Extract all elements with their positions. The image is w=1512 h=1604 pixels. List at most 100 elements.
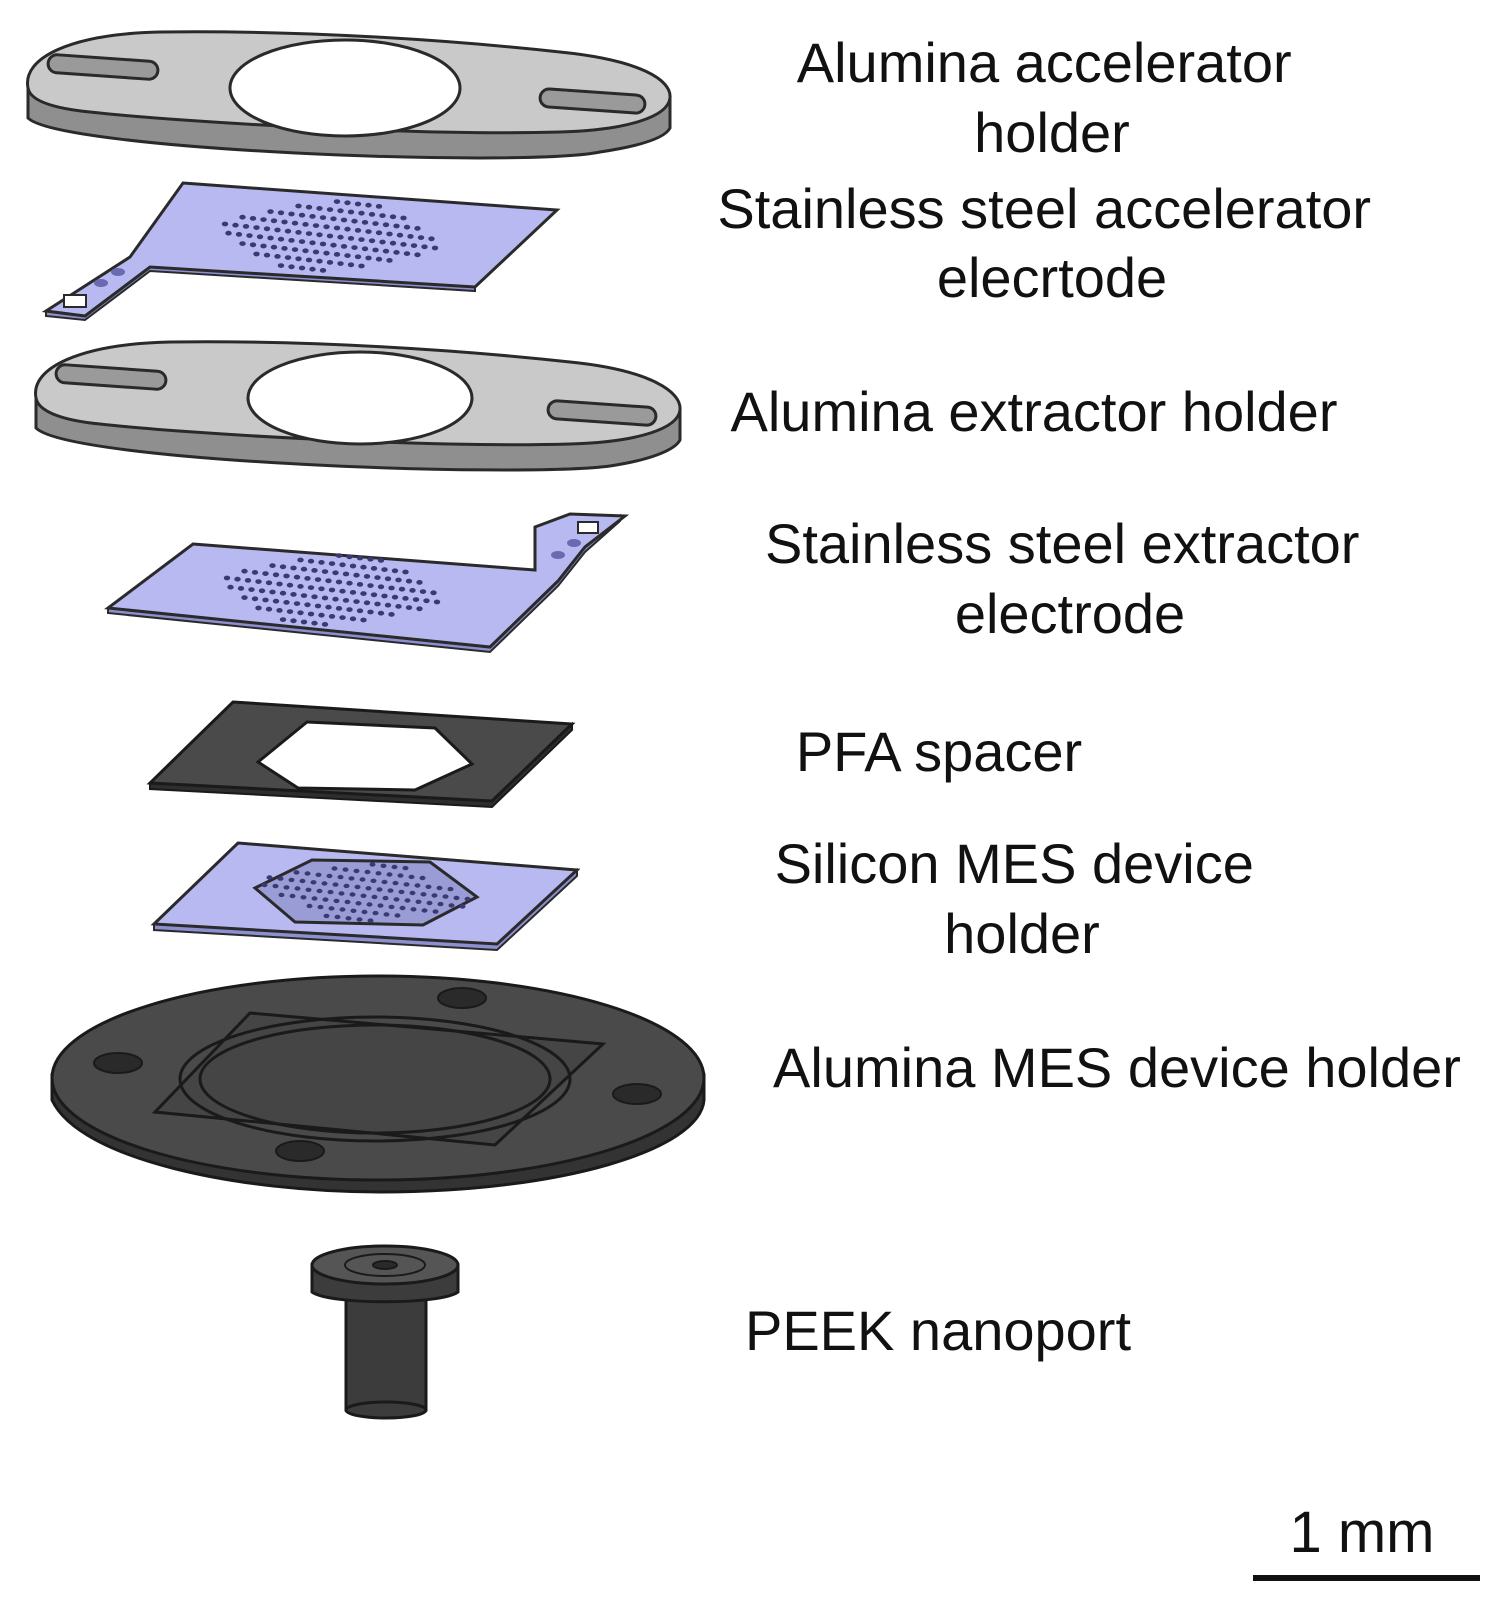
perforation-hole [375,230,383,236]
perforation-hole [298,239,306,245]
perforation-hole [241,568,248,574]
label-line: electrode [955,582,1185,645]
perforation-hole [327,889,334,895]
perforation-hole [309,240,316,246]
perforation-hole [356,582,364,587]
perforation-hole [262,597,269,603]
perforation-hole [333,199,341,205]
perforation-hole [232,222,239,228]
perforation-hole [420,892,427,897]
perforation-hole [311,896,318,901]
perforation-hole [349,892,356,897]
perforation-hole [363,600,371,606]
perforation-hole [388,612,395,617]
perforation-hole [375,256,383,262]
perforation-hole [410,243,418,249]
perforation-hole [311,594,318,600]
perforation-hole [297,610,304,616]
perforation-hole [260,217,267,223]
perforation-hole [239,241,246,247]
perforation-hole [360,893,367,898]
perforation-hole [311,620,318,626]
perforation-hole [377,584,385,590]
perforation-hole [304,576,311,581]
perforation-hole [305,257,313,263]
perforation-hole [361,220,369,225]
perforation-hole [332,570,339,576]
perforation-hole [384,576,392,582]
perforation-hole [417,235,425,241]
perforation-hole [372,910,379,916]
perforation-hole [283,573,290,579]
perforation-hole [293,601,301,606]
perforation-hole [380,863,387,868]
perforation-hole [395,577,402,583]
perforation-hole [318,612,325,618]
perforation-hole [337,234,344,240]
perforation-hole [274,254,281,259]
perforation-hole [392,880,399,886]
perforation-hole [365,229,372,235]
alumina-extractor-holder-slot-left [54,363,168,391]
perforation-hole [370,592,378,598]
scale-bar: 1 mm [1253,1500,1480,1581]
perforation-hole [300,619,308,625]
perforation-hole [396,232,404,238]
perforation-hole [241,595,248,600]
accelerator-electrode-tab-hole [94,279,108,287]
perforation-hole [278,892,285,898]
perforation-hole [351,218,358,224]
accelerator-electrode-hole-pattern [221,199,439,273]
label-stainless-steel-accelerator-electrode: Stainless steel accelerator elecrtode [717,177,1386,309]
perforation-hole [358,237,365,243]
perforation-hole [314,603,322,609]
perforation-hole [234,576,241,582]
perforation-hole [314,577,322,582]
perforation-hole [415,899,422,904]
perforation-hole [319,241,327,247]
perforation-hole [337,261,344,266]
perforation-hole [332,882,339,887]
perforation-hole [431,893,438,898]
perforation-hole [339,588,346,594]
perforation-hole [272,598,280,604]
extractor-electrode-tab-hole [567,539,581,547]
perforation-hole [270,244,278,250]
perforation-hole [358,210,365,216]
perforation-hole [267,209,274,215]
perforation-hole [400,215,407,221]
perforation-hole [386,258,393,263]
perforation-hole [310,880,317,885]
perforation-hole [379,213,386,219]
perforation-hole [347,262,355,268]
perforation-hole [403,224,411,230]
perforation-hole [414,252,421,258]
peek-nanoport-recess [344,1253,426,1277]
perforation-hole [391,568,399,574]
perforation-hole [364,869,371,875]
perforation-hole [394,913,401,918]
perforation-hole [398,889,405,895]
label-line: Stainless steel accelerator [717,177,1371,240]
alumina-mes-holder-hole-left [93,1052,143,1074]
label-line: PEEK nanoport [745,1299,1131,1362]
perforation-hole [290,618,297,624]
perforation-hole [359,877,366,882]
perforation-hole [442,894,449,899]
perforation-hole [286,609,294,614]
perforation-hole [255,605,262,611]
perforation-hole [397,873,404,878]
perforation-hole [349,616,357,622]
perforation-hole [383,912,390,917]
perforation-hole [302,222,309,227]
perforation-hole [347,209,355,215]
perforation-hole [307,585,315,590]
perforation-hole [347,236,355,241]
perforation-hole [270,218,278,224]
perforation-hole [335,606,343,611]
perforation-hole [316,232,323,238]
part-alumina-extractor-holder [34,340,682,472]
perforation-hole [409,890,416,896]
perforation-hole [414,226,421,231]
